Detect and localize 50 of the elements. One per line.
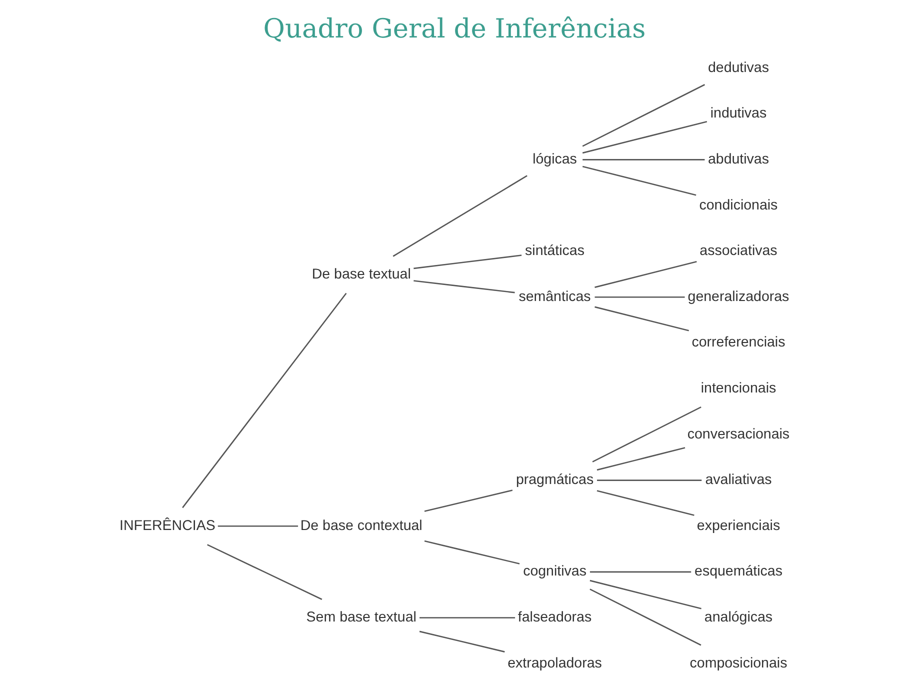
node-text: De base contextual — [300, 518, 422, 534]
connector — [424, 490, 512, 512]
connector — [594, 260, 696, 288]
node-text: extrapoladoras — [507, 655, 602, 672]
connector — [418, 630, 504, 652]
connector — [594, 296, 684, 298]
node-text: intencionais — [700, 380, 776, 396]
connector — [217, 525, 298, 527]
node-text: INFERÊNCIAS — [119, 518, 215, 534]
node-text: correferenciais — [691, 334, 785, 351]
node-text: Sem base textual — [306, 610, 416, 626]
connector — [596, 447, 685, 471]
connector — [589, 571, 691, 573]
connector — [596, 480, 702, 481]
connector — [596, 490, 694, 516]
connector — [206, 544, 322, 600]
connector — [582, 166, 696, 196]
connector — [582, 84, 704, 147]
connector — [592, 406, 701, 462]
connector — [594, 306, 688, 332]
connector — [419, 617, 515, 618]
node-text: indutivas — [710, 106, 766, 122]
node-text: semânticas — [518, 288, 590, 305]
connector — [589, 580, 701, 610]
connector — [589, 588, 701, 646]
diagram-title: Quadro Geral de Inferências — [262, 13, 646, 44]
node-text: composicionais — [689, 655, 787, 672]
connector — [413, 280, 514, 294]
node-text: condicionais — [698, 197, 778, 214]
connector — [582, 159, 704, 160]
connector — [413, 254, 522, 270]
node-text: analógicas — [704, 610, 772, 626]
connector — [582, 120, 707, 154]
node-text: sintáticas — [524, 243, 584, 260]
connector — [424, 540, 520, 564]
node-text: associativas — [699, 243, 777, 260]
node-text: cognitivas — [522, 564, 586, 580]
node-text: pragmáticas — [515, 472, 594, 488]
connector — [392, 175, 527, 257]
node-text: dedutivas — [707, 60, 768, 76]
node-text: generalizadoras — [687, 288, 789, 305]
node-text: falseadoras — [517, 610, 592, 626]
node-text: abdutivas — [707, 151, 768, 168]
node-text: esquemáticas — [694, 564, 782, 580]
node-text: avaliativas — [704, 472, 772, 488]
connector — [182, 292, 346, 508]
node-text: conversacionais — [686, 426, 790, 442]
node-text: lógicas — [532, 151, 576, 168]
node-text: experienciais — [696, 518, 780, 534]
node-text: De base textual — [311, 266, 410, 282]
